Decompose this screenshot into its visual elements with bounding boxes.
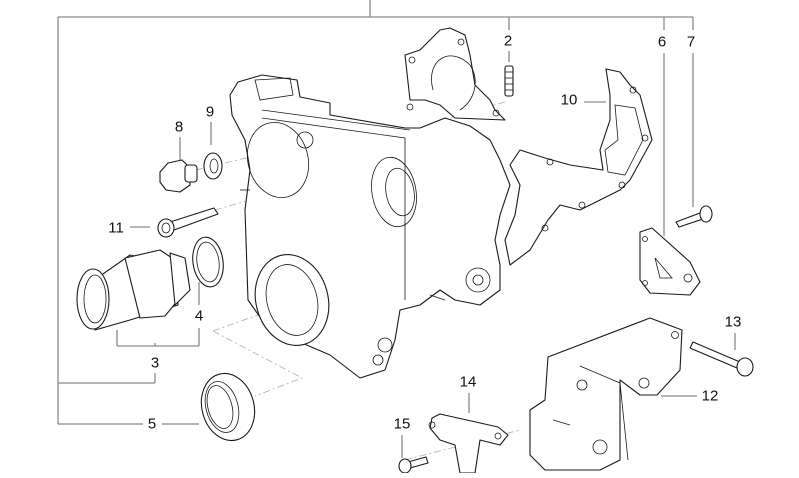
callout-3: 3 xyxy=(149,354,161,372)
callout-4: 4 xyxy=(193,307,205,325)
callout-13: 13 xyxy=(723,313,743,331)
bolt-7 xyxy=(675,205,713,228)
plug-8 xyxy=(159,159,198,193)
callout-10: 10 xyxy=(559,91,579,109)
callout-15: 15 xyxy=(392,415,412,433)
bolt-11 xyxy=(157,207,219,238)
bracket-6 xyxy=(639,227,701,296)
gasket-upper xyxy=(404,27,506,121)
callout-2: 2 xyxy=(502,32,514,50)
callout-12: 12 xyxy=(700,387,720,405)
callout-5: 5 xyxy=(146,415,158,433)
callout-11: 11 xyxy=(107,219,125,237)
callout-14: 14 xyxy=(458,373,478,391)
o-ring-4 xyxy=(192,236,224,288)
seal-5 xyxy=(200,372,256,442)
timing-case-housing xyxy=(229,74,511,379)
bracket-12 xyxy=(529,317,683,471)
callout-9: 9 xyxy=(204,103,216,121)
callout-6: 6 xyxy=(656,33,668,51)
callout-7: 7 xyxy=(685,33,697,51)
leader-lines xyxy=(57,0,736,458)
bracket-14 xyxy=(428,413,509,474)
bolt-15 xyxy=(398,456,429,474)
fitting-3 xyxy=(76,249,191,331)
washer-9 xyxy=(203,152,223,180)
gasket-10 xyxy=(504,68,653,266)
stud-2 xyxy=(504,65,514,97)
bolt-13 xyxy=(689,341,754,377)
callout-8: 8 xyxy=(173,118,185,136)
